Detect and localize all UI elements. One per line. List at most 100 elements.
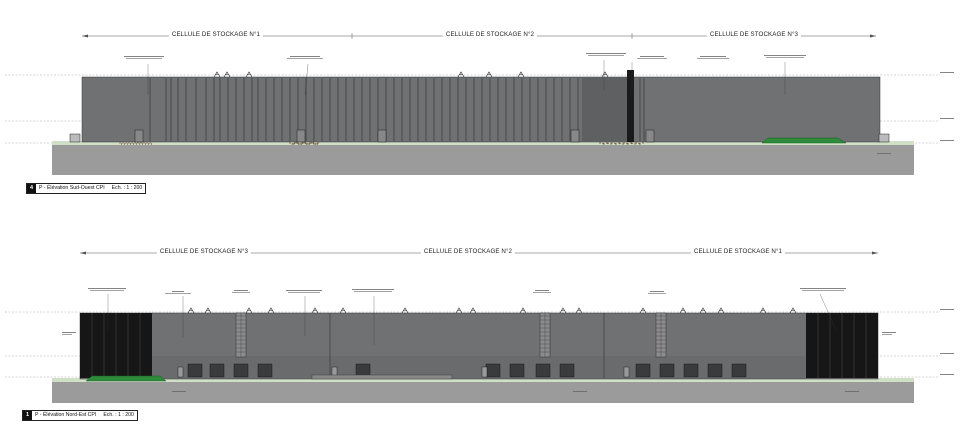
arrow-right-icon xyxy=(872,251,878,255)
ground-section xyxy=(52,381,914,403)
roof-vent-icon xyxy=(311,307,319,314)
roof-vent-icon xyxy=(789,307,797,314)
gravel-dot xyxy=(619,142,621,145)
cell-title: CELLULE DE STOCKAGE N°1 xyxy=(168,31,264,38)
gravel-dot xyxy=(143,142,145,144)
gravel-dot xyxy=(607,142,609,145)
doors xyxy=(69,129,890,143)
roof-vent-icon xyxy=(267,307,275,314)
gravel-dot xyxy=(642,142,644,144)
roof-vent-icon xyxy=(699,307,707,314)
dock-door xyxy=(257,363,273,378)
gravel-dot xyxy=(309,142,311,144)
cell-title: CELLULE DE STOCKAGE N°1 xyxy=(690,248,786,255)
roof-vent-icon xyxy=(679,307,687,314)
caption-title: P - Élévation Sud-Ouest CPI xyxy=(39,185,105,191)
gravel-dot xyxy=(150,143,153,145)
elevation-caption: 4 P - Élévation Sud-Ouest CPI Ech. : 1 :… xyxy=(26,183,147,194)
gravel-dot xyxy=(135,143,138,145)
roof-vent-icon xyxy=(187,307,195,314)
roof-vent-icon xyxy=(401,307,409,314)
ground-section xyxy=(52,144,914,175)
roof-vents xyxy=(213,71,609,78)
elevation-nord-est xyxy=(5,251,954,403)
gravel-dot xyxy=(128,142,130,144)
dock-door xyxy=(485,363,501,378)
annotation-text-marks xyxy=(62,288,954,392)
gravel-dot xyxy=(313,143,315,145)
gravel-dot xyxy=(622,143,624,145)
gravel-dot xyxy=(291,143,293,145)
gravel-dot xyxy=(141,143,144,145)
gravel-dot xyxy=(125,142,127,144)
elevation-caption: 1 P - Élévation Nord-Est CPI Ech. : 1 : … xyxy=(22,410,138,421)
dock-door xyxy=(731,363,747,378)
arrow-left-icon xyxy=(80,251,86,255)
roof-vent-icon xyxy=(639,307,647,314)
dock-door xyxy=(187,363,203,378)
roof-vent-icon xyxy=(601,71,609,78)
gravel-dot xyxy=(147,143,150,145)
end-sections xyxy=(80,313,878,378)
gravel-dot xyxy=(295,142,297,144)
gravel-dot xyxy=(129,143,132,145)
dock-door xyxy=(559,363,575,378)
caption-number: 1 xyxy=(23,411,32,420)
dock-door xyxy=(635,363,651,378)
gravel-dot xyxy=(308,143,311,145)
gravel-dot xyxy=(303,142,305,144)
gravel-dot xyxy=(615,143,617,145)
stair-towers xyxy=(235,312,667,358)
gravel-dot xyxy=(603,143,605,145)
gravel-dot xyxy=(610,143,612,145)
dock-doors xyxy=(177,363,747,378)
gravel-dot xyxy=(149,142,151,144)
dock-door xyxy=(707,363,723,378)
roof-vent-icon xyxy=(245,71,253,78)
gravel-dot xyxy=(293,142,296,144)
gravel-dot xyxy=(639,143,641,145)
gravel-dot xyxy=(119,142,121,144)
cell-title: CELLULE DE STOCKAGE N°3 xyxy=(156,248,252,255)
gravel-dot xyxy=(301,142,304,144)
caption-scale: Ech. : 1 : 200 xyxy=(103,412,134,418)
cell-title: CELLULE DE STOCKAGE N°3 xyxy=(706,31,802,38)
gravel-dot xyxy=(297,143,300,145)
gravel-dot xyxy=(634,143,636,145)
cell-title: CELLULE DE STOCKAGE N°2 xyxy=(420,248,516,255)
elevation-sud-ouest xyxy=(5,33,954,175)
gravel-dot xyxy=(134,142,136,144)
gravel-dot xyxy=(138,143,141,145)
gravel-dot xyxy=(316,143,318,145)
roof-vents xyxy=(187,307,797,314)
roof-vent-icon xyxy=(519,307,527,314)
gravel-dot xyxy=(304,142,307,144)
facade-wall xyxy=(81,76,881,143)
roof-vent-icon xyxy=(213,71,221,78)
green-planter xyxy=(761,137,847,144)
gravel-dot xyxy=(123,143,126,145)
roof-vent-icon xyxy=(485,71,493,78)
roof-vent-icon xyxy=(759,307,767,314)
gravel-dot xyxy=(631,142,633,145)
gravel-dot xyxy=(122,142,124,144)
gravel-dot xyxy=(307,143,309,145)
roof-vent-icon xyxy=(469,307,477,314)
gravel-dot xyxy=(289,142,291,144)
access-door xyxy=(177,366,184,378)
roof-vent-icon xyxy=(204,307,212,314)
gravel-dot xyxy=(315,143,317,145)
gravel-dot xyxy=(301,143,303,145)
gravel-dot xyxy=(311,142,313,144)
caption-number: 4 xyxy=(27,184,36,193)
arrow-left-icon xyxy=(82,34,88,38)
caption-scale: Ech. : 1 : 200 xyxy=(111,185,143,191)
roof-vent-icon xyxy=(717,307,725,314)
dock-door xyxy=(509,363,525,378)
caption-title: P - Élévation Nord-Est CPI xyxy=(35,412,97,418)
roof-vent-icon xyxy=(559,307,567,314)
roof-vent-icon xyxy=(517,71,525,78)
gravel-dot xyxy=(132,143,135,145)
access-door xyxy=(481,366,488,378)
gravel-dot xyxy=(144,143,147,145)
